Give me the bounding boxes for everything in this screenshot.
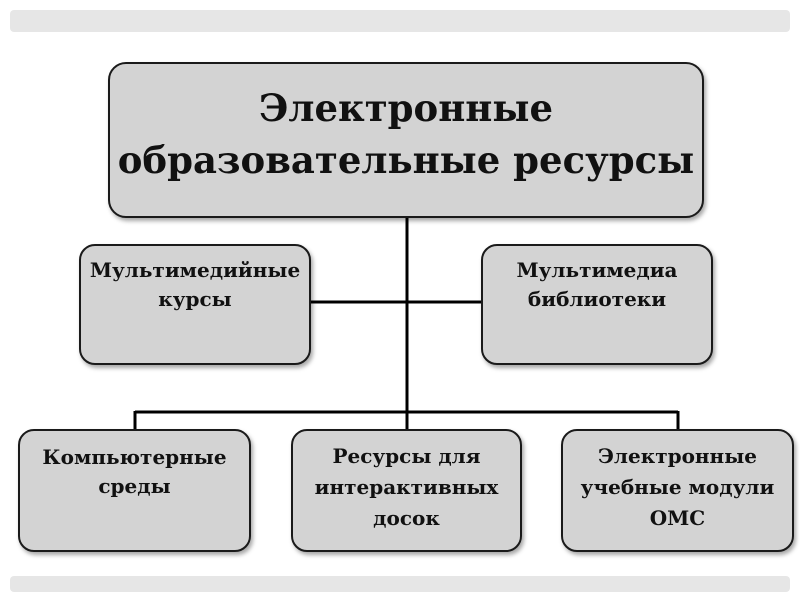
node-interactive-board-resources: Ресурсы для интерактивных досок bbox=[291, 429, 522, 552]
node-label: Электронные учебные модули ОМС bbox=[580, 444, 775, 530]
node-multimedia-libraries: Мультимедиа библиотеки bbox=[481, 244, 713, 365]
node-electronic-learning-modules: Электронные учебные модули ОМС bbox=[561, 429, 794, 552]
node-label: Мультимедийные курсы bbox=[89, 258, 301, 311]
node-multimedia-courses: Мультимедийные курсы bbox=[79, 244, 311, 365]
slide-bottom-border bbox=[10, 576, 790, 592]
node-label: Ресурсы для интерактивных досок bbox=[314, 444, 499, 530]
node-computer-environments: Компьютерные среды bbox=[18, 429, 251, 552]
root-node: Электронные образовательные ресурсы bbox=[108, 62, 704, 218]
slide-top-border bbox=[10, 10, 790, 32]
node-label: Мультимедиа библиотеки bbox=[516, 258, 678, 311]
root-node-label: Электронные образовательные ресурсы bbox=[117, 86, 695, 182]
node-label: Компьютерные среды bbox=[42, 445, 227, 498]
